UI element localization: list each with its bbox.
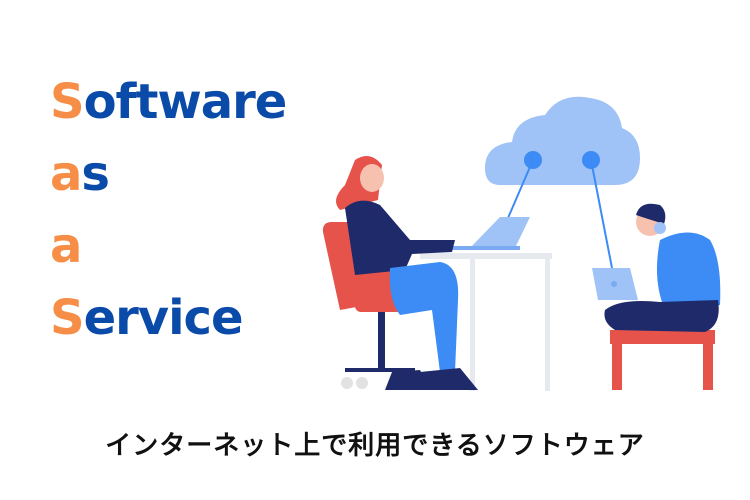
heading-line-software: Software: [50, 74, 287, 130]
desk: [420, 253, 552, 391]
saas-illustration: [322, 96, 721, 391]
saas-heading: Software as a Service: [50, 66, 287, 354]
stool: [610, 330, 715, 390]
subtitle: インターネット上で利用できるソフトウェア: [105, 431, 645, 461]
heading-line-a: a: [50, 218, 82, 274]
heading-line-service: Service: [50, 290, 244, 346]
laptop-woman: [470, 217, 530, 248]
man-figure: [592, 203, 721, 332]
headphones-icon: [654, 222, 666, 234]
heading-line-as: as: [50, 146, 110, 202]
woman-figure: [336, 156, 478, 390]
cloud-icon: [485, 96, 640, 269]
